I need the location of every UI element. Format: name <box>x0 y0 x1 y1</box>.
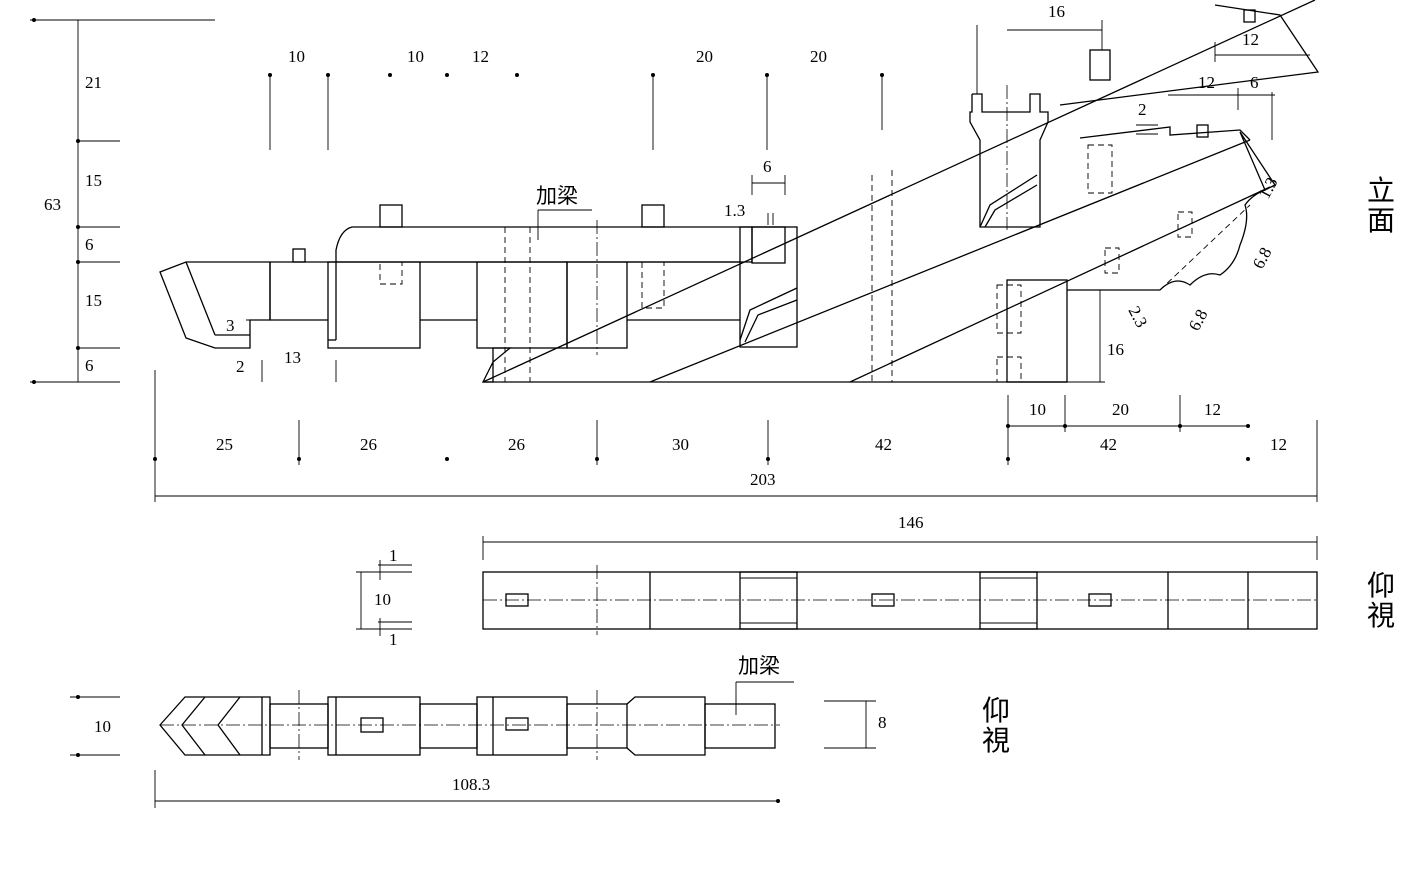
dim-bottom-42a: 42 <box>875 435 892 454</box>
dim-12-mid-right: 12 <box>1198 73 1215 92</box>
dim-2: 2 <box>236 357 245 376</box>
dim-108-3: 108.3 <box>452 775 490 794</box>
dim-left-total: 63 <box>44 195 61 214</box>
dim-left-6a: 6 <box>85 235 94 254</box>
dim-left-15a: 15 <box>85 171 102 190</box>
dim-6-8-lower: 6.8 <box>1185 306 1212 334</box>
dim-left-21: 21 <box>85 73 102 92</box>
dim-1-bottom: 1 <box>389 630 398 649</box>
dim-bottom-30: 30 <box>672 435 689 454</box>
dim-bottom-25: 25 <box>216 435 233 454</box>
dim-1-3-left: 1.3 <box>724 201 745 220</box>
dim-10-plan2: 10 <box>94 717 111 736</box>
dim-1-3-right: 1.3 <box>1255 174 1282 202</box>
dim-bottom-12: 12 <box>1270 435 1287 454</box>
dim-16-top: 16 <box>1048 2 1065 21</box>
dim-12-top-right: 12 <box>1242 30 1259 49</box>
dim-left-15b: 15 <box>85 291 102 310</box>
dim-top-10a: 10 <box>288 47 305 66</box>
elevation-view: 21 15 6 15 6 63 10 10 12 20 20 3 2 13 <box>30 0 1395 502</box>
dim-top-20b: 20 <box>810 47 827 66</box>
dim-8: 8 <box>878 713 887 732</box>
view-label-elevation-2: 面 <box>1367 204 1395 237</box>
view-label-bottom1-2: 視 <box>1367 599 1395 632</box>
view-label-elevation-1: 立 <box>1367 174 1395 207</box>
dim-overall-203: 203 <box>750 470 776 489</box>
dim-2-right: 2 <box>1138 100 1147 119</box>
dim-top-12: 12 <box>472 47 489 66</box>
dim-1-top: 1 <box>389 546 398 565</box>
dim-6-bracket: 6 <box>763 157 772 176</box>
dim-top-20a: 20 <box>696 47 713 66</box>
dim-bottom-42b: 42 <box>1100 435 1117 454</box>
label-added-beam-bottom: 加梁 <box>738 654 780 678</box>
dim-left-6b: 6 <box>85 356 94 375</box>
bottom-view-1: 146 1 10 1 仰 視 仰視 <box>356 513 1395 649</box>
view-label-bottom2-1: 仰 <box>982 694 1010 727</box>
dim-6-8-upper: 6.8 <box>1249 244 1276 272</box>
dim-2-3: 2.3 <box>1124 303 1151 331</box>
dim-16-vert: 16 <box>1107 340 1124 359</box>
label-added-beam-top: 加梁 <box>536 184 578 208</box>
dim-bottom-sub-20: 20 <box>1112 400 1129 419</box>
dim-bottom-26a: 26 <box>360 435 377 454</box>
dim-10-plan1: 10 <box>374 590 391 609</box>
bottom-view-2: 10 加梁 8 108.3 仰 視 仰視 <box>70 654 1010 808</box>
dim-3: 3 <box>226 316 235 335</box>
dim-13: 13 <box>284 348 301 367</box>
dim-6-right: 6 <box>1250 73 1259 92</box>
dim-bottom-sub-12: 12 <box>1204 400 1221 419</box>
dim-bottom-26b: 26 <box>508 435 525 454</box>
dim-146: 146 <box>898 513 924 532</box>
view-label-bottom2-2: 視 <box>982 724 1010 757</box>
dim-top-10b: 10 <box>407 47 424 66</box>
view-label-bottom1-1: 仰 <box>1367 569 1395 602</box>
dim-bottom-sub-10: 10 <box>1029 400 1046 419</box>
